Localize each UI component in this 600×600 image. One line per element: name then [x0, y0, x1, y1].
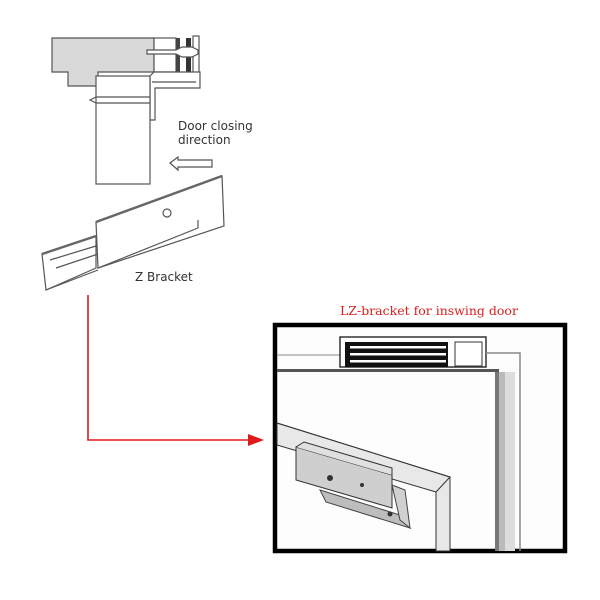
z-bracket-label: Z Bracket	[135, 270, 193, 284]
direction-label-line2: direction	[178, 133, 231, 147]
connector-arrow	[87, 295, 250, 441]
door-frame-section	[51, 35, 201, 185]
direction-label: Door closing direction	[178, 119, 253, 147]
photo-panel	[272, 322, 568, 554]
arrowhead-icon	[248, 434, 264, 446]
direction-arrow-icon	[169, 155, 213, 172]
direction-label-line1: Door closing	[178, 119, 253, 133]
photo-caption: LZ-bracket for inswing door	[340, 303, 518, 318]
z-bracket-drawing	[41, 174, 225, 291]
